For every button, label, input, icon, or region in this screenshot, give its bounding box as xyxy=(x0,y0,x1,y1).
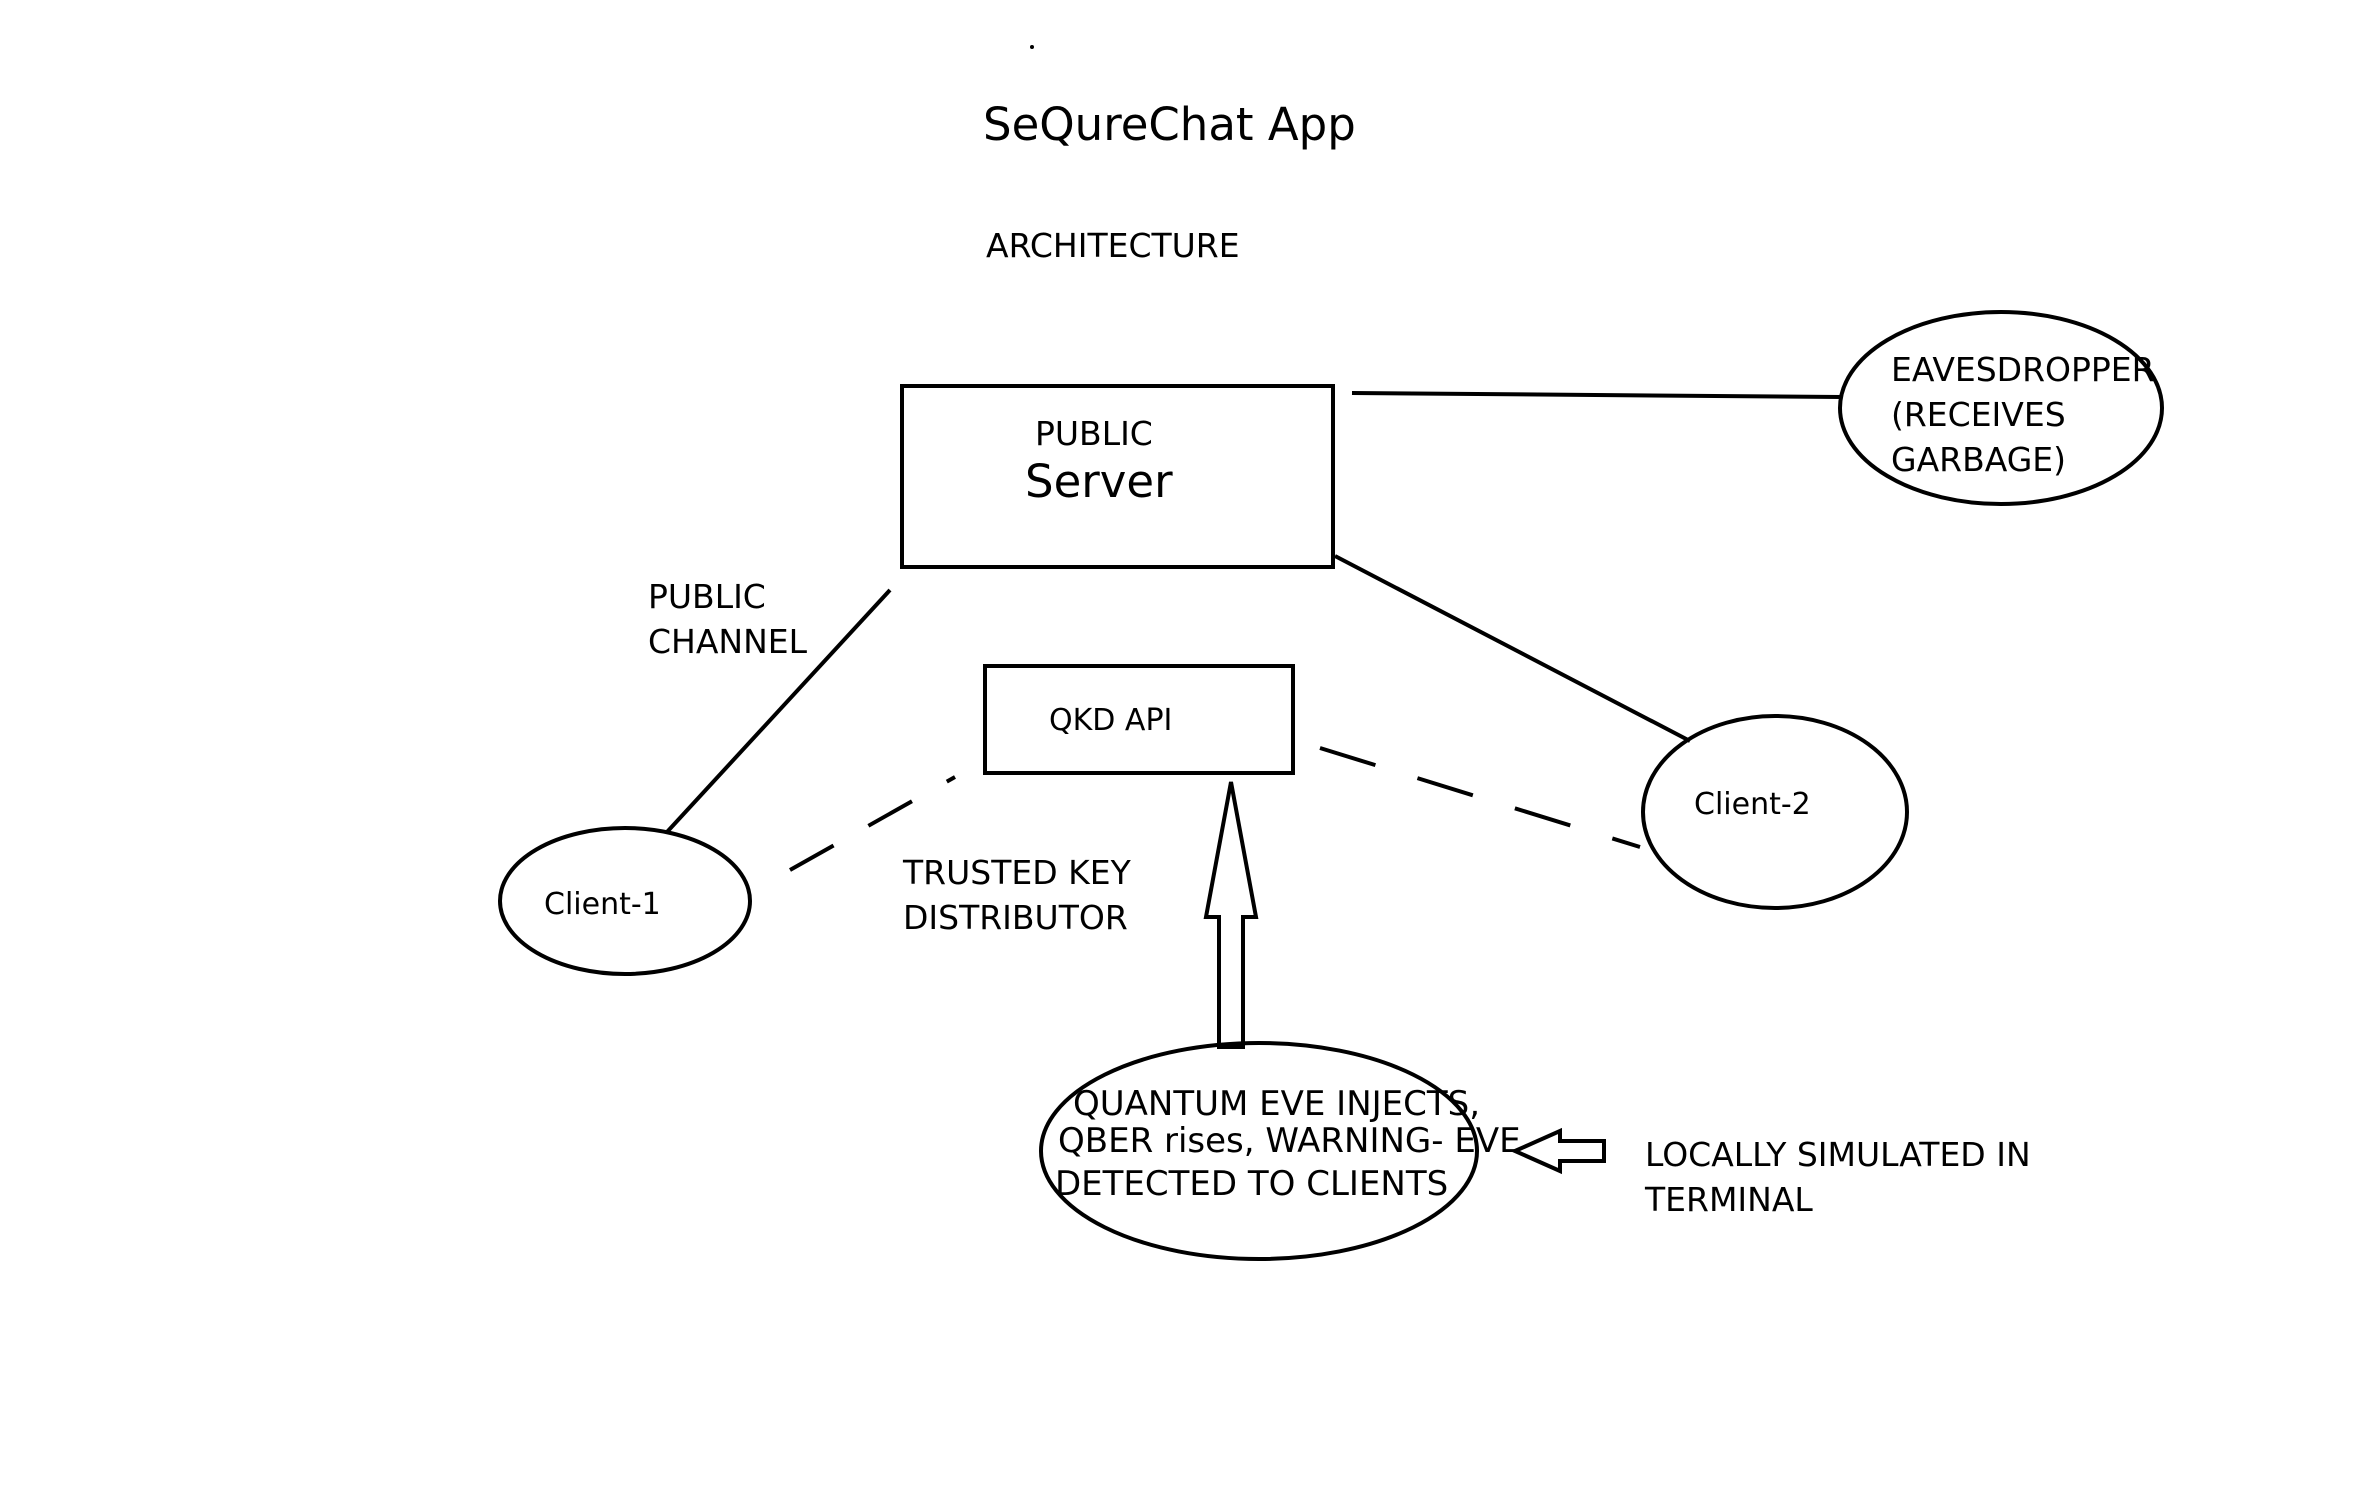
local-sim-label-line1: LOCALLY SIMULATED IN xyxy=(1645,1135,2031,1174)
up-arrow-icon xyxy=(1203,781,1259,1049)
eavesdropper-ellipse xyxy=(1838,310,2164,506)
quantum-eve-ellipse xyxy=(1039,1041,1479,1261)
client1-label: Client-1 xyxy=(544,887,661,922)
server-label-line1: PUBLIC xyxy=(1035,414,1153,453)
server-label-line2: Server xyxy=(1025,455,1173,508)
server-box xyxy=(900,384,1335,569)
quantum-eve-label-line1: QUANTUM EVE INJECTS, xyxy=(1073,1084,1481,1124)
page-title: SeQureChat App xyxy=(983,98,1356,151)
eavesdropper-label-line2: (RECEIVES xyxy=(1891,395,2066,434)
client1-ellipse xyxy=(498,826,752,976)
trusted-key-label-line2: DISTRIBUTOR xyxy=(903,898,1128,937)
quantum-eve-label-line2: QBER rises, WARNING- EVE xyxy=(1058,1121,1521,1161)
eavesdropper-label-line1: EAVESDROPPER xyxy=(1891,350,2155,389)
server-eavesdropper-line xyxy=(1351,391,1842,399)
page-subtitle: ARCHITECTURE xyxy=(986,226,1240,265)
client2-ellipse xyxy=(1641,714,1909,910)
eavesdropper-label-line3: GARBAGE) xyxy=(1891,440,2067,479)
server-client2-line xyxy=(1334,554,1691,743)
stray-dot xyxy=(1030,45,1034,49)
trusted-key-label-line1: TRUSTED KEY xyxy=(903,853,1131,892)
qkd-client2-dashed-line xyxy=(1319,746,1641,849)
client1-qkd-dashed-line xyxy=(789,775,956,872)
qkd-api-box xyxy=(983,664,1295,775)
public-channel-label-line1: PUBLIC xyxy=(648,577,766,616)
public-channel-label-line2: CHANNEL xyxy=(648,622,808,661)
public-channel-line xyxy=(665,588,892,834)
local-sim-label-line2: TERMINAL xyxy=(1645,1180,1813,1219)
client2-label: Client-2 xyxy=(1694,787,1811,822)
quantum-eve-label-line3: DETECTED TO CLIENTS xyxy=(1055,1164,1449,1204)
left-arrow-icon xyxy=(1510,1127,1606,1175)
qkd-api-label: QKD API xyxy=(1049,703,1173,738)
